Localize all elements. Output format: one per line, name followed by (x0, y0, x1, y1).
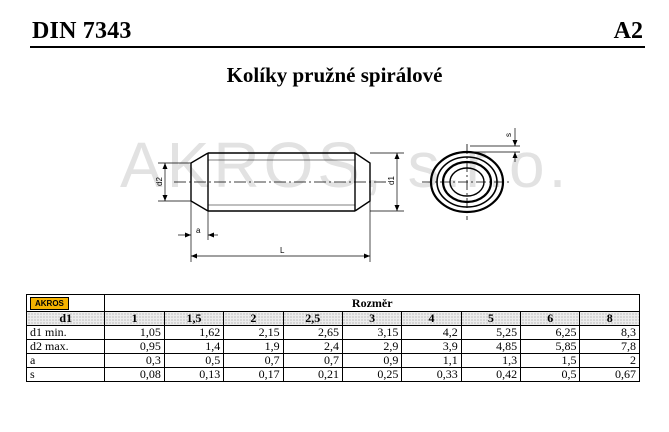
s-label: s (504, 133, 513, 137)
row-label: a (25, 353, 106, 368)
pin-side-view (190, 152, 371, 212)
d2-label: d2 (155, 177, 164, 186)
table-cell: 5,85 (520, 339, 581, 354)
d1-label: d1 (387, 176, 396, 185)
brand-cell: AKROS (25, 294, 106, 312)
standard-code: DIN 7343 (32, 18, 132, 44)
table-cell: 1,4 (163, 339, 225, 354)
table-cell: 0,42 (460, 367, 522, 382)
d1-dimension (370, 152, 404, 212)
table-cell: 0,13 (163, 367, 225, 382)
table-cell: 0,21 (282, 367, 343, 382)
header-rule (30, 46, 645, 48)
table-cell: 1,9 (223, 339, 284, 354)
row-label: s (25, 367, 106, 382)
akros-logo: AKROS (30, 297, 69, 310)
s-dimension (470, 128, 520, 162)
table-cell: 0,25 (341, 367, 403, 382)
row-label: d1 min. (25, 325, 106, 340)
pin-drawing: d2 d1 a L s (155, 128, 520, 262)
column-header: 2,5 (282, 311, 343, 326)
a-dimension (178, 201, 218, 262)
column-header: 4 (401, 311, 462, 326)
table-caption: Rozměr (104, 294, 640, 312)
table-cell: 0,17 (223, 367, 284, 382)
table-cell: 4,85 (460, 339, 522, 354)
d2-dimension (158, 162, 191, 202)
a-label: a (196, 226, 201, 235)
table-cell: 1,62 (163, 325, 225, 340)
table-cell: 1,3 (460, 353, 522, 368)
column-header: 8 (579, 311, 640, 326)
sheet-id: A2 (613, 18, 643, 44)
column-header: 1,5 (163, 311, 225, 326)
pin-end-view (422, 144, 512, 220)
table-cell: 2,9 (341, 339, 403, 354)
table-cell: 4,2 (401, 325, 462, 340)
table-cell: 0,5 (520, 367, 581, 382)
column-header: 2 (223, 311, 284, 326)
column-header: 6 (520, 311, 581, 326)
L-dimension (191, 201, 371, 262)
table-cell: 1,1 (401, 353, 462, 368)
table-cell: 7,8 (579, 339, 640, 354)
table-cell: 8,3 (579, 325, 640, 340)
table-cell: 2,65 (282, 325, 343, 340)
table-cell: 3,9 (401, 339, 462, 354)
table-cell: 1,5 (520, 353, 581, 368)
table-cell: 0,33 (401, 367, 462, 382)
table-cell: 0,08 (104, 367, 165, 382)
column-header: 1 (104, 311, 165, 326)
table-cell: 2 (579, 353, 640, 368)
table-caption-row: AKROS Rozměr (25, 294, 640, 312)
table-cell: 2,4 (282, 339, 343, 354)
column-header: 3 (341, 311, 403, 326)
L-label: L (280, 246, 285, 255)
table-cell: 5,25 (460, 325, 522, 340)
table-cell: 0,7 (223, 353, 284, 368)
header-label: d1 (25, 311, 106, 326)
table-cell: 0,3 (104, 353, 165, 368)
table-cell: 0,95 (104, 339, 165, 354)
table-cell: 6,25 (520, 325, 581, 340)
table-cell: 0,9 (341, 353, 403, 368)
table-cell: 0,7 (282, 353, 343, 368)
table-cell: 3,15 (341, 325, 403, 340)
table-cell: 0,5 (163, 353, 225, 368)
table-cell: 2,15 (223, 325, 284, 340)
table-cell: 0,67 (579, 367, 640, 382)
column-header: 5 (460, 311, 522, 326)
row-label: d2 max. (25, 339, 106, 354)
table-cell: 1,05 (104, 325, 165, 340)
document-title: Kolíky pružné spirálové (226, 63, 443, 87)
